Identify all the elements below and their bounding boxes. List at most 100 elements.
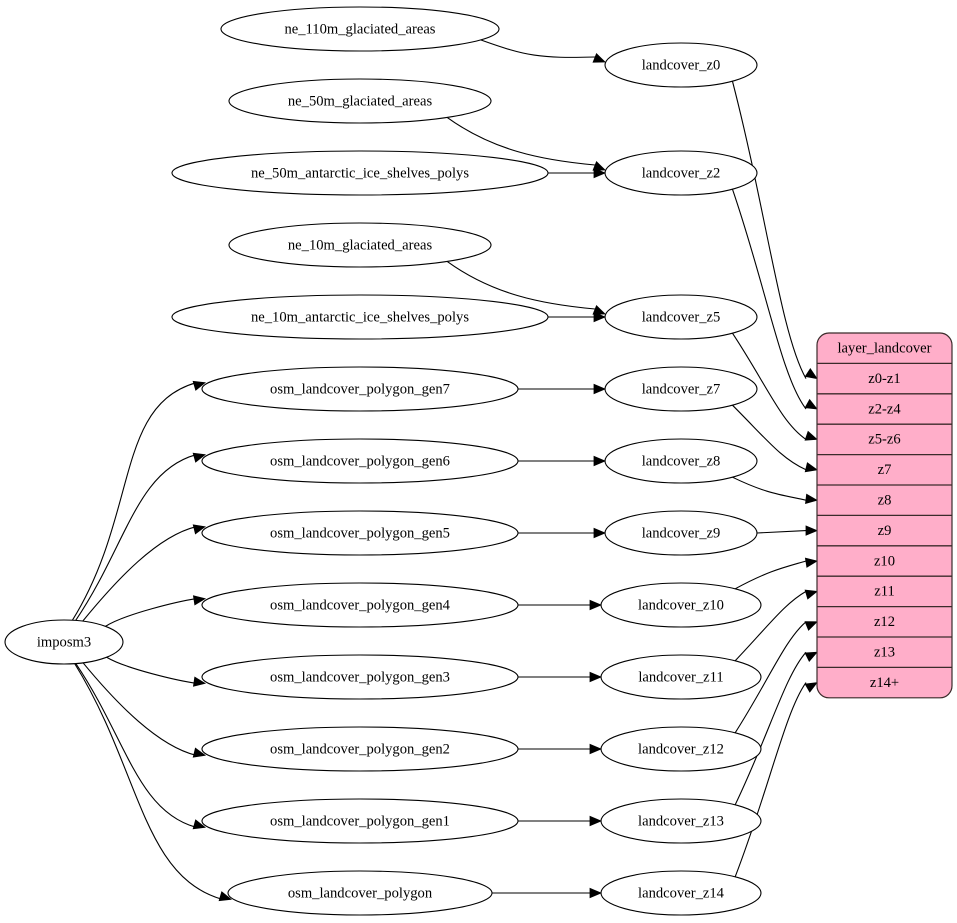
node-landcover_z7[interactable]: landcover_z7 <box>604 366 758 412</box>
node-osm_landcover_polygon_gen7-label: osm_landcover_polygon_gen7 <box>270 381 450 397</box>
node-landcover_z9[interactable]: landcover_z9 <box>604 510 758 556</box>
edge-arrowhead <box>804 682 818 693</box>
node-osm_landcover_polygon_gen7-shape[interactable] <box>201 366 519 412</box>
node-ne_50m_antarctic_ice_shelves_polys-label: ne_50m_antarctic_ice_shelves_polys <box>251 165 469 181</box>
edge-imposm3 <box>105 598 197 627</box>
node-landcover_z2[interactable]: landcover_z2 <box>604 150 758 196</box>
node-osm_landcover_polygon_gen1[interactable]: osm_landcover_polygon_gen1 <box>201 798 519 844</box>
node-landcover_z13-label: landcover_z13 <box>638 813 724 829</box>
edge-to-layer <box>446 260 596 310</box>
node-osm_landcover_polygon_gen4[interactable]: osm_landcover_polygon_gen4 <box>201 582 519 628</box>
edge-arrowhead <box>593 167 607 179</box>
node-ne_110m_glaciated_areas[interactable]: ne_110m_glaciated_areas <box>220 6 500 52</box>
node-ne_10m_antarctic_ice_shelves_polys[interactable]: ne_10m_antarctic_ice_shelves_polys <box>171 294 549 340</box>
node-landcover_z7-shape[interactable] <box>604 366 758 412</box>
node-osm_landcover_polygon[interactable]: osm_landcover_polygon <box>227 870 493 916</box>
node-landcover_z2-label: landcover_z2 <box>642 165 721 181</box>
node-osm_landcover_polygon_gen2[interactable]: osm_landcover_polygon_gen2 <box>201 726 519 772</box>
node-landcover_z11-label: landcover_z11 <box>638 669 723 685</box>
layer-landcover-table[interactable]: layer_landcoverz0-z1z2-z4z5-z6z7z8z9z10z… <box>816 332 953 699</box>
node-osm_landcover_polygon_gen5[interactable]: osm_landcover_polygon_gen5 <box>201 510 519 556</box>
node-landcover_z0[interactable]: landcover_z0 <box>604 42 758 88</box>
node-osm_landcover_polygon_gen5-shape[interactable] <box>201 510 519 556</box>
edge-arrowhead <box>593 455 607 467</box>
node-osm_landcover_polygon-label: osm_landcover_polygon <box>288 885 433 901</box>
edge-to-table <box>731 332 807 440</box>
edge-imposm3 <box>106 656 197 684</box>
nodes-layer: imposm3 ne_110m_glaciated_areas ne_50m_gla… <box>4 6 762 916</box>
edge-to-table <box>731 189 807 410</box>
node-osm_landcover_polygon_gen1-label: osm_landcover_polygon_gen1 <box>270 813 450 829</box>
node-osm_landcover_polygon_gen5-label: osm_landcover_polygon_gen5 <box>270 525 450 541</box>
node-osm_landcover_polygon_gen4-shape[interactable] <box>201 582 519 628</box>
layer-landcover-row-z10[interactable]: z10 <box>874 553 895 569</box>
edge-arrowhead <box>192 524 207 535</box>
edge-arrowhead <box>804 430 818 441</box>
node-ne_50m_glaciated_areas-shape[interactable] <box>228 78 492 124</box>
layer-landcover-row-z11[interactable]: z11 <box>874 584 895 600</box>
node-osm_landcover_polygon_gen2-shape[interactable] <box>201 726 519 772</box>
edge-arrowhead <box>192 676 207 687</box>
node-landcover_z2-shape[interactable] <box>604 150 758 196</box>
node-landcover_z9-shape[interactable] <box>604 510 758 556</box>
node-osm_landcover_polygon_gen6-shape[interactable] <box>201 438 519 484</box>
edge-arrowhead <box>593 527 607 539</box>
edge-arrowhead <box>218 891 232 902</box>
layer-landcover-row-z5-z6[interactable]: z5-z6 <box>868 432 900 448</box>
layer-landcover-row-z7[interactable]: z7 <box>878 462 892 478</box>
node-landcover_z14-shape[interactable] <box>600 870 762 916</box>
node-osm_landcover_polygon_gen1-shape[interactable] <box>201 798 519 844</box>
node-landcover_z7-label: landcover_z7 <box>642 381 721 397</box>
node-landcover_z5[interactable]: landcover_z5 <box>604 294 758 340</box>
node-landcover_z0-shape[interactable] <box>604 42 758 88</box>
node-ne_50m_glaciated_areas[interactable]: ne_50m_glaciated_areas <box>228 78 492 124</box>
node-landcover_z9-label: landcover_z9 <box>642 525 721 541</box>
layer-landcover-row-z13[interactable]: z13 <box>874 645 895 661</box>
layer-landcover-row-z12[interactable]: z12 <box>874 614 895 630</box>
edge-arrowhead <box>804 398 818 410</box>
node-ne_50m_antarctic_ice_shelves_polys-shape[interactable] <box>171 150 549 196</box>
node-landcover_z12[interactable]: landcover_z12 <box>600 726 762 772</box>
node-ne_50m_antarctic_ice_shelves_polys[interactable]: ne_50m_antarctic_ice_shelves_polys <box>171 150 549 196</box>
node-landcover_z8[interactable]: landcover_z8 <box>604 438 758 484</box>
edge-to-table <box>734 560 807 590</box>
layer-landcover-row-z2-z4[interactable]: z2-z4 <box>868 401 901 417</box>
edge-arrowhead <box>589 743 603 755</box>
node-landcover_z11-shape[interactable] <box>600 654 762 700</box>
edge-to-table <box>734 651 807 806</box>
node-landcover_z14-label: landcover_z14 <box>638 885 725 901</box>
edge-to-table <box>734 682 807 878</box>
edge-arrowhead <box>593 311 607 323</box>
node-landcover_z10[interactable]: landcover_z10 <box>600 582 762 628</box>
edge-arrowhead <box>593 383 607 395</box>
node-osm_landcover_polygon_gen7[interactable]: osm_landcover_polygon_gen7 <box>201 366 519 412</box>
node-landcover_z12-shape[interactable] <box>600 726 762 772</box>
layer-landcover-row-z9[interactable]: z9 <box>878 523 892 539</box>
node-osm_landcover_polygon_gen3-shape[interactable] <box>201 654 519 700</box>
layer-landcover-row-z14+[interactable]: z14+ <box>870 675 899 691</box>
node-imposm3-shape[interactable] <box>4 619 124 665</box>
node-landcover_z8-shape[interactable] <box>604 438 758 484</box>
edge-arrowhead <box>192 380 206 391</box>
node-landcover_z11[interactable]: landcover_z11 <box>600 654 762 700</box>
node-ne_10m_antarctic_ice_shelves_polys-shape[interactable] <box>171 294 549 340</box>
node-ne_10m_glaciated_areas-shape[interactable] <box>228 222 492 268</box>
node-osm_landcover_polygon_gen6[interactable]: osm_landcover_polygon_gen6 <box>201 438 519 484</box>
edge-arrowhead <box>589 599 603 611</box>
layer-landcover-row-z8[interactable]: z8 <box>878 493 892 509</box>
edge-arrowhead <box>589 815 603 827</box>
node-landcover_z14[interactable]: landcover_z14 <box>600 870 762 916</box>
node-landcover_z5-shape[interactable] <box>604 294 758 340</box>
edge-imposm3 <box>82 662 197 756</box>
edge-to-layer <box>480 39 596 58</box>
node-ne_110m_glaciated_areas-shape[interactable] <box>220 6 500 52</box>
edge-arrowhead <box>192 747 207 758</box>
node-landcover_z10-shape[interactable] <box>600 582 762 628</box>
node-osm_landcover_polygon-shape[interactable] <box>227 870 493 916</box>
node-ne_10m_glaciated_areas[interactable]: ne_10m_glaciated_areas <box>228 222 492 268</box>
node-osm_landcover_polygon_gen3[interactable]: osm_landcover_polygon_gen3 <box>201 654 519 700</box>
node-imposm3[interactable]: imposm3 <box>4 619 124 665</box>
node-landcover_z13-shape[interactable] <box>600 798 762 844</box>
layer-landcover-row-z0-z1[interactable]: z0-z1 <box>868 371 900 387</box>
node-landcover_z13[interactable]: landcover_z13 <box>600 798 762 844</box>
